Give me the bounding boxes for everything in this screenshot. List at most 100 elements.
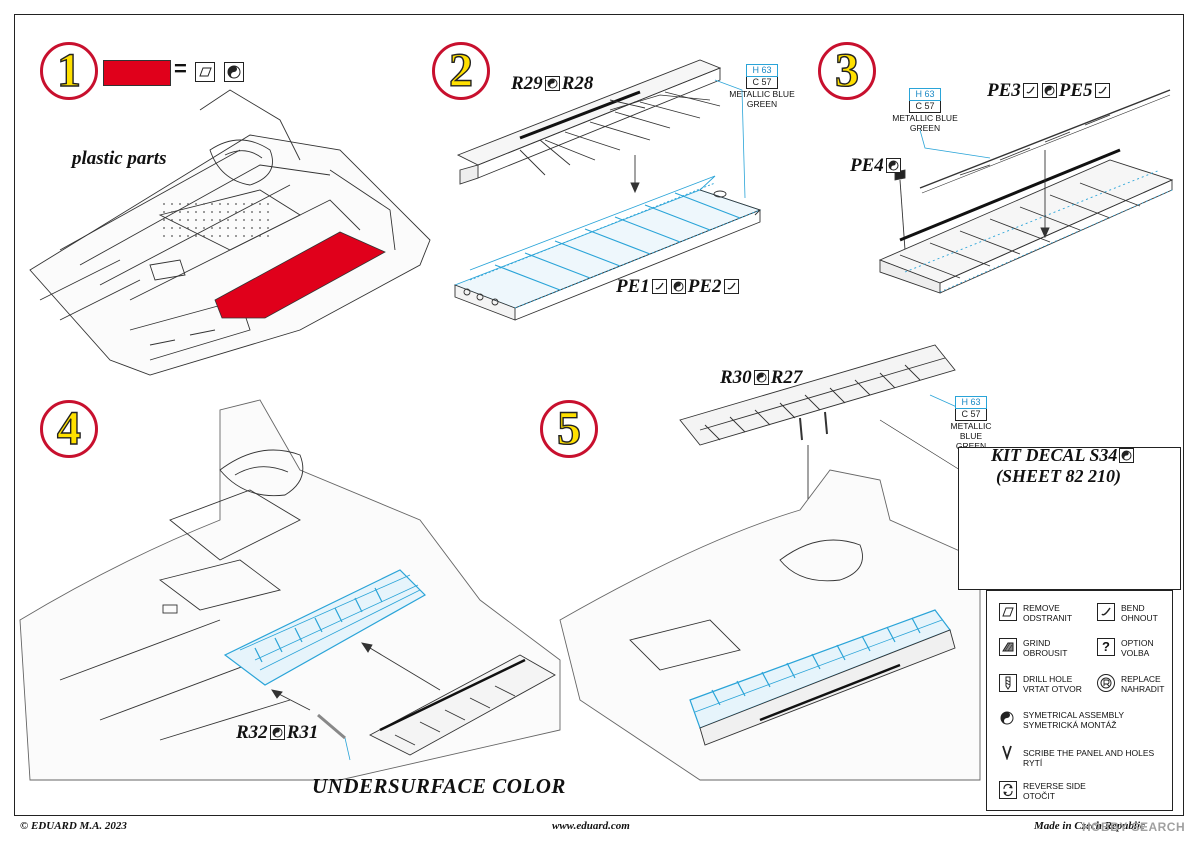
part-r28: R28 (561, 73, 594, 94)
scribe-icon (999, 744, 1017, 762)
step1-wing-drawing (29, 89, 431, 376)
legend-scribe-line2: RYTÍ (1023, 758, 1043, 768)
step3-paint-callout: H 63 C 57 METALLIC BLUE GREEN (884, 88, 966, 133)
symmetrical-assembly-icon (1041, 83, 1057, 98)
drill-hole-icon (999, 674, 1017, 692)
part-pe1: PE1 (616, 276, 650, 297)
symmetrical-assembly-icon (269, 725, 285, 740)
paint-code-c: C 57 (909, 101, 941, 113)
reverse-side-icon (999, 781, 1017, 799)
bend-icon (1094, 83, 1110, 98)
equals-sign: = (174, 56, 187, 81)
part-pe4: PE4 (850, 155, 884, 176)
legend-scribe-line1: SCRIBE THE PANEL AND HOLES (1023, 748, 1155, 758)
part-r29: R29 (511, 73, 543, 94)
step3-drawing (878, 89, 1174, 294)
kit-decal-line1: KIT DECAL S34 (991, 445, 1118, 465)
legend-symmetrical-line1: SYMETRICAL ASSEMBLY (1023, 710, 1125, 720)
legend-drill-line1: DRILL HOLE (1023, 674, 1073, 684)
step2-bottom-label: PE1 PE2 (616, 276, 741, 298)
paint-name-line1: METALLIC BLUE (729, 89, 795, 99)
step-number-3: 3 (818, 42, 876, 100)
symmetrical-assembly-icon (670, 279, 686, 294)
symmetrical-assembly-icon (753, 370, 769, 385)
paint-name-line1: METALLIC BLUE (892, 113, 958, 123)
symmetrical-assembly-icon (224, 62, 244, 82)
paint-name-line2: GREEN (909, 123, 941, 133)
part-pe5: PE5 (1058, 80, 1093, 101)
legend-remove-line2: ODSTRANIT (1023, 613, 1073, 623)
paint-name-line1: METALLIC BLUE (950, 421, 992, 441)
legend-grind-line1: GRIND (1023, 638, 1051, 648)
paint-code-c: C 57 (955, 409, 987, 421)
footer-origin: Made in Czech Republic (1034, 820, 1145, 832)
symmetrical-assembly-icon (1119, 448, 1135, 463)
step4-drawing (19, 399, 561, 781)
step2-drawing (453, 59, 762, 321)
legend-remove-line1: REMOVE (1023, 603, 1060, 613)
legend-reverse-line1: REVERSE SIDE (1023, 781, 1086, 791)
legend-drill-line2: VRTAT OTVOR (1023, 684, 1082, 694)
watermark: HOBBY SEARCH (1082, 820, 1186, 834)
legend-bend-line1: BEND (1121, 603, 1145, 613)
undersurface-color-caption: UNDERSURFACE COLOR (312, 774, 566, 798)
symmetrical-assembly-icon (999, 710, 1017, 728)
replace-icon (1097, 674, 1115, 692)
footer-website: www.eduard.com (552, 820, 630, 832)
footer-copyright: © EDUARD M.A. 2023 (20, 820, 127, 832)
part-r31: R31 (286, 722, 319, 743)
step5-paint-callout: H 63 C 57 METALLIC BLUE GREEN (940, 396, 1002, 451)
bend-icon (723, 279, 739, 294)
step3-side-label: PE4 (850, 155, 903, 177)
part-r30: R30 (720, 367, 752, 388)
legend-bend-line2: OHNOUT (1121, 613, 1158, 623)
grind-icon (999, 638, 1017, 656)
kit-decal-box (958, 447, 1181, 590)
kit-decal-title: KIT DECAL S34 (991, 445, 1136, 466)
paint-name-line2: GREEN (746, 99, 778, 109)
step3-top-label: PE3 PE5 (987, 80, 1112, 102)
paint-code-h: H 63 (955, 396, 987, 409)
legend-grind-line2: OBROUSIT (1023, 648, 1068, 658)
legend-replace-line2: NAHRADIT (1121, 684, 1165, 694)
legend-option-line2: VOLBA (1121, 648, 1150, 658)
bend-icon (651, 279, 667, 294)
bend-icon (1097, 603, 1115, 621)
bend-icon (1022, 83, 1038, 98)
step-number-1: 1 (40, 42, 98, 100)
kit-decal-sheet: (SHEET 82 210) (996, 466, 1122, 486)
option-icon: ? (1097, 638, 1115, 656)
part-pe3: PE3 (987, 80, 1021, 101)
step-number-5: 5 (540, 400, 598, 458)
red-color-swatch (103, 60, 171, 86)
step-number-4: 4 (40, 400, 98, 458)
part-pe2: PE2 (687, 276, 722, 297)
step4-part-label: R32 R31 (236, 722, 318, 744)
part-r32: R32 (236, 722, 268, 743)
remove-icon (195, 62, 215, 82)
remove-icon (999, 603, 1017, 621)
symmetrical-assembly-icon (885, 158, 901, 173)
paint-name-line2: GREEN (955, 441, 987, 451)
step5-drawing (559, 344, 981, 781)
legend-reverse-line2: OTOČIT (1023, 791, 1055, 801)
option-glyph: ? (1102, 639, 1110, 654)
step2-paint-callout: H 63 C 57 METALLIC BLUE GREEN (728, 64, 796, 109)
plastic-parts-caption: plastic parts (72, 148, 167, 169)
paint-code-c: C 57 (746, 77, 778, 89)
legend-option-line1: OPTION (1121, 638, 1154, 648)
paint-code-h: H 63 (746, 64, 778, 77)
legend-symmetrical-line2: SYMETRICKÁ MONTÁŽ (1023, 720, 1117, 730)
symmetrical-assembly-icon (544, 76, 560, 91)
